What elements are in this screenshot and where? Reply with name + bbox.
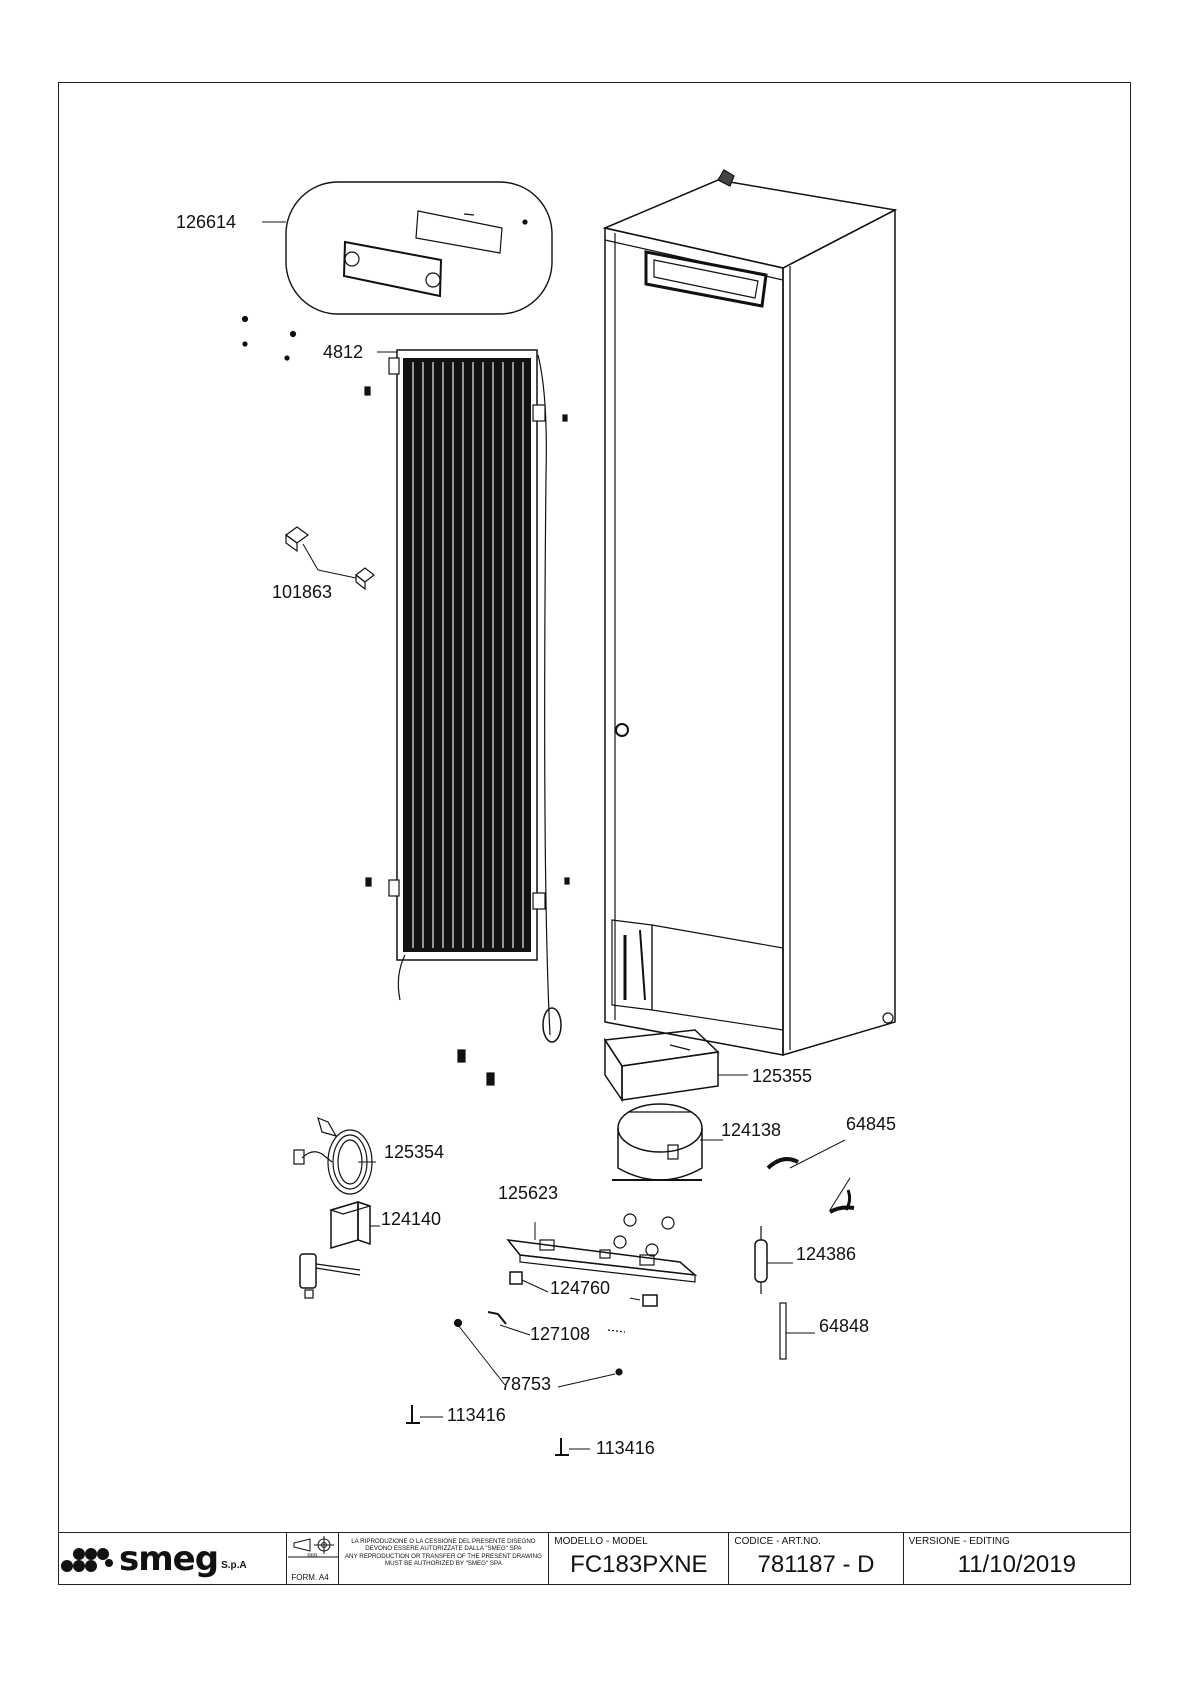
code-field: CODICE - ART.NO. 781187 - D — [729, 1533, 904, 1584]
callout-113416-b: 113416 — [596, 1438, 655, 1458]
projection-symbol-icon — [288, 1536, 339, 1558]
callout-125623: 125623 — [498, 1183, 559, 1203]
rubber-feet-drawing — [284, 526, 375, 591]
brand-suffix: S.p.A — [221, 1560, 247, 1571]
brand-wordmark: smeg — [119, 1538, 219, 1579]
notice-english: ANY REPRODUCTION OR TRANSFER OF THE PRES… — [344, 1552, 542, 1568]
code-value: 781187 - D — [757, 1551, 875, 1578]
tubes-drawing — [766, 1157, 855, 1214]
notice-italian: LA RIPRODUZIONE O LA CESSIONE DEL PRESEN… — [351, 1538, 536, 1553]
smeg-dots-logo-icon — [61, 1547, 113, 1572]
version-label: VERSIONE - EDITING — [908, 1536, 1010, 1547]
leader-lines — [262, 221, 851, 1450]
relay-box-drawing — [329, 1200, 372, 1250]
clips-drawing — [241, 315, 570, 1086]
version-value: 11/10/2019 — [957, 1551, 1076, 1578]
projection-unit: mm — [307, 1553, 318, 1559]
callout-127108: 127108 — [530, 1324, 591, 1344]
callout-124138: 124138 — [721, 1120, 782, 1140]
filter-drier-drawing — [754, 1226, 768, 1294]
title-block: smeg S.p.A mm FORM. A4 LA RIPRODUZIONE O… — [58, 1532, 1131, 1585]
reproduction-notice: LA RIPRODUZIONE O LA CESSIONE DEL PRESEN… — [339, 1533, 550, 1584]
condenser-drawing — [388, 349, 562, 1043]
version-field: VERSIONE - EDITING 11/10/2019 — [904, 1533, 1130, 1584]
power-cord-drawing — [293, 1116, 373, 1195]
leveling-feet-drawing — [406, 1405, 569, 1456]
projection-cell: mm FORM. A4 — [287, 1533, 339, 1584]
callout-124140: 124140 — [381, 1209, 442, 1229]
cabinet-drawing — [602, 169, 898, 1057]
callout-126614: 126614 — [176, 212, 237, 232]
callout-124386: 124386 — [796, 1244, 857, 1264]
callout-64845: 64845 — [846, 1114, 897, 1134]
model-label: MODELLO - MODEL — [554, 1536, 648, 1547]
callout-101863: 101863 — [272, 582, 333, 602]
callout-125354: 125354 — [384, 1142, 445, 1162]
callout-78753: 78753 — [501, 1374, 552, 1394]
callout-124760: 124760 — [550, 1278, 611, 1298]
small-parts-drawing — [453, 1271, 658, 1376]
paper-format: FORM. A4 — [291, 1573, 329, 1582]
code-label: CODICE - ART.NO. — [734, 1536, 821, 1547]
model-value: FC183PXNE — [570, 1551, 708, 1578]
callout-64848: 64848 — [819, 1316, 870, 1336]
hinge-kit-drawing — [285, 181, 553, 315]
model-field: MODELLO - MODEL FC183PXNE — [549, 1533, 730, 1584]
control-board-drawing — [506, 1239, 698, 1283]
logo-cell: smeg S.p.A — [59, 1533, 288, 1584]
callout-4812: 4812 — [323, 342, 364, 362]
callout-125355: 125355 — [752, 1066, 813, 1086]
callout-113416-a: 113416 — [447, 1405, 506, 1425]
pipe-drawing — [779, 1302, 787, 1360]
drip-tray-drawing — [603, 1029, 720, 1103]
thermostat-drawing — [299, 1253, 361, 1299]
compressor-drawing — [612, 1103, 703, 1257]
